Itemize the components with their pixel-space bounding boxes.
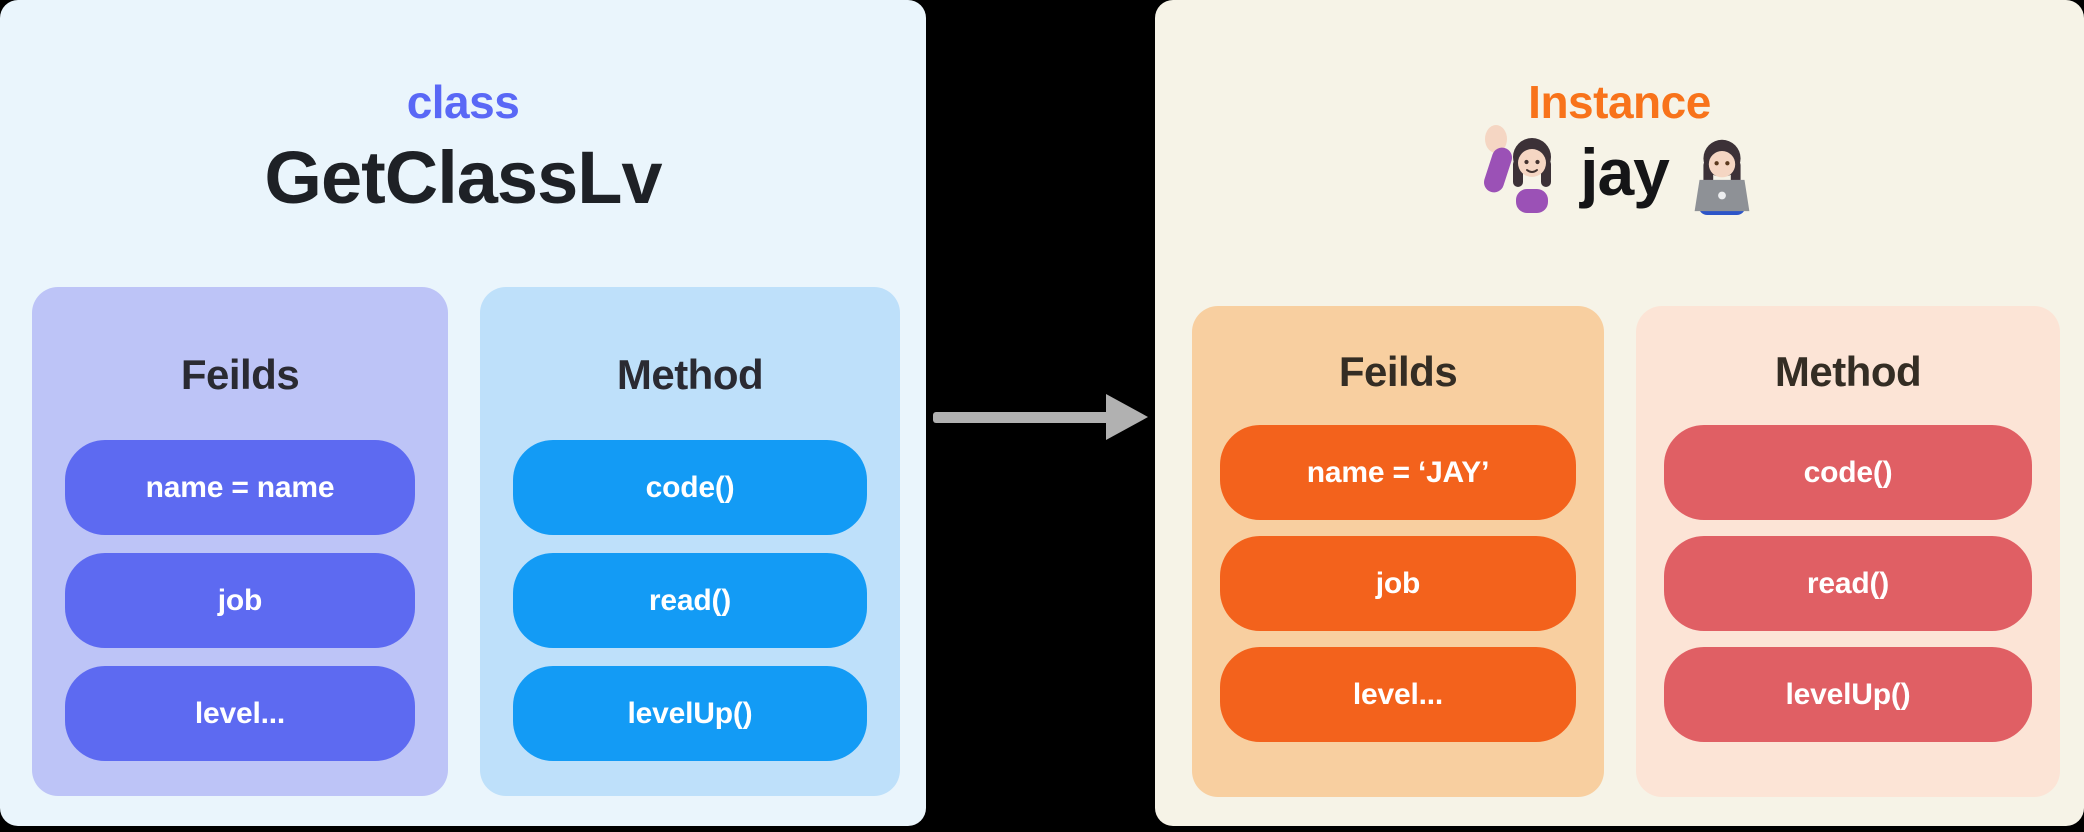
fields-pill-list: name = name job level...	[32, 440, 448, 761]
field-pill-job: job	[1220, 536, 1576, 631]
instance-kicker: Instance	[1528, 76, 1711, 128]
fields-heading: Feilds	[1338, 348, 1458, 395]
class-fields-box: Feilds name = name job level...	[32, 287, 448, 796]
woman-technologist-emoji	[1694, 139, 1750, 216]
class-panel: class GetClassLv Feilds name = name job …	[0, 0, 926, 826]
class-method-box: Method code() read() levelUp()	[480, 287, 900, 796]
field-pill-level: level...	[1220, 647, 1576, 742]
method-heading: Method	[1774, 348, 1922, 395]
method-pill-read: read()	[1664, 536, 2032, 631]
arrow-shaft	[933, 412, 1113, 423]
method-pill-code: code()	[1664, 425, 2032, 520]
class-boxes-row: Feilds name = name job level... Method c…	[32, 287, 900, 796]
instance-method-box: Method code() read() levelUp()	[1636, 306, 2060, 797]
method-pill-list: code() read() levelUp()	[480, 440, 900, 761]
arrow-head	[1106, 394, 1148, 440]
instance-panel: Instance jay	[1155, 0, 2084, 826]
class-name-title: GetClassLv	[264, 136, 662, 219]
woman-raising-hand-emoji	[1484, 125, 1552, 213]
field-pill-level: level...	[65, 666, 415, 761]
fields-heading: Feilds	[180, 351, 300, 398]
method-pill-levelup: levelUp()	[513, 666, 867, 761]
method-heading: Method	[616, 351, 764, 398]
instance-boxes-row: Feilds name = ‘JAY’ job level... Method …	[1192, 306, 2060, 797]
instance-name-title: jay	[1580, 135, 1670, 209]
method-pill-read: read()	[513, 553, 867, 648]
instance-fields-box: Feilds name = ‘JAY’ job level...	[1192, 306, 1604, 797]
field-pill-job: job	[65, 553, 415, 648]
method-pill-list: code() read() levelUp()	[1636, 425, 2060, 742]
field-pill-name: name = name	[65, 440, 415, 535]
method-pill-code: code()	[513, 440, 867, 535]
instance-title-row: jay	[1155, 125, 2084, 216]
fields-pill-list: name = ‘JAY’ job level...	[1192, 425, 1604, 742]
field-pill-name: name = ‘JAY’	[1220, 425, 1576, 520]
method-pill-levelup: levelUp()	[1664, 647, 2032, 742]
class-kicker: class	[406, 76, 520, 128]
